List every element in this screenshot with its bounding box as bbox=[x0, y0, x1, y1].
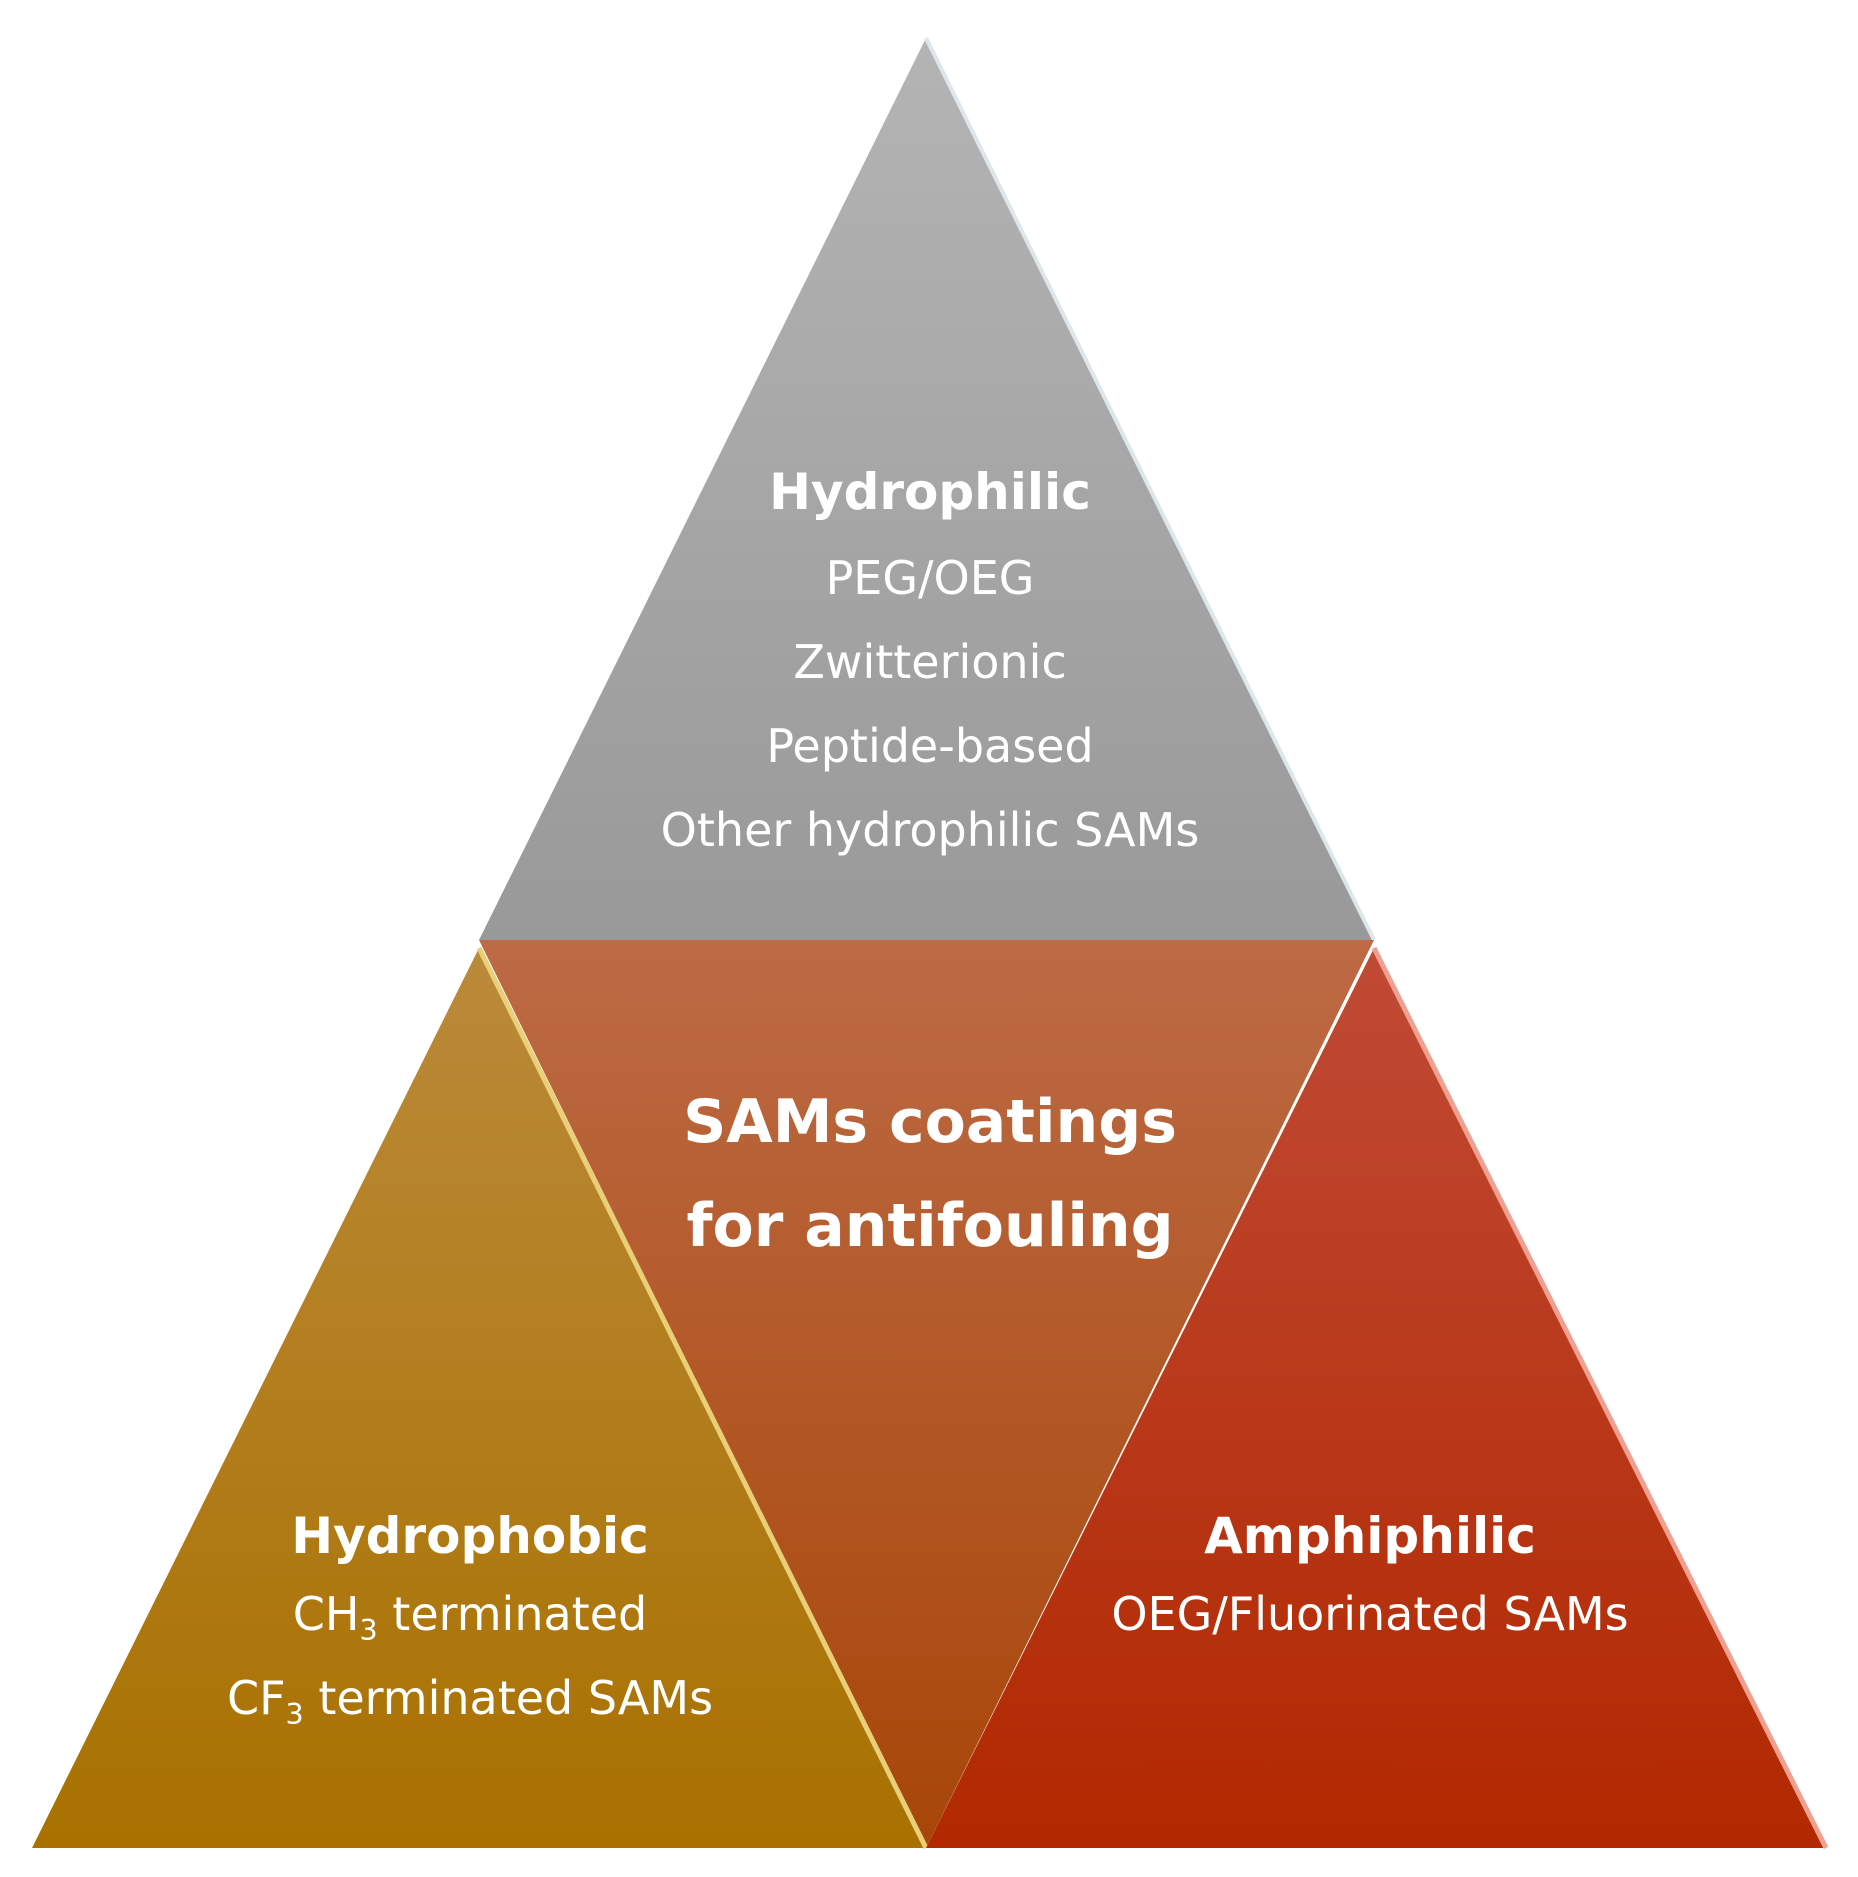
center-title-line1: SAMs coatings bbox=[683, 1087, 1177, 1157]
amphiphilic-edge-highlight bbox=[1371, 946, 1829, 1850]
hydrophilic-edge-highlight bbox=[924, 37, 1376, 941]
hydrophobic-edge-highlight bbox=[476, 946, 929, 1850]
hydrophilic-label-group: Hydrophilic PEG/OEG Zwitterionic Peptide… bbox=[570, 448, 1290, 872]
cf3-subscript: 3 bbox=[285, 1697, 304, 1731]
hydrophilic-item-peg: PEG/OEG bbox=[825, 551, 1035, 605]
hydrophilic-triangle bbox=[479, 38, 1374, 940]
hydrophobic-item-ch3: CH3 terminated bbox=[160, 1572, 780, 1656]
amphiphilic-label-group: Amphiphilic OEG/Fluorinated SAMs bbox=[1040, 1500, 1700, 1656]
ch3-subscript: 3 bbox=[359, 1613, 378, 1647]
cf3-suffix: terminated SAMs bbox=[303, 1671, 714, 1725]
hydrophobic-item-cf3: CF3 terminated SAMs bbox=[160, 1656, 780, 1740]
amphiphilic-triangle bbox=[926, 948, 1826, 1848]
hydrophobic-title: Hydrophobic bbox=[291, 1507, 649, 1565]
center-triangle bbox=[479, 940, 1374, 1848]
hydrophilic-item-zwitterionic: Zwitterionic bbox=[793, 635, 1067, 689]
hydrophilic-item-other: Other hydrophilic SAMs bbox=[660, 803, 1200, 857]
cf3-prefix: CF bbox=[226, 1671, 286, 1725]
hydrophobic-triangle bbox=[32, 948, 926, 1848]
amphiphilic-item-oeg-fluorinated: OEG/Fluorinated SAMs bbox=[1111, 1587, 1629, 1641]
ch3-suffix: terminated bbox=[377, 1587, 648, 1641]
ch3-prefix: CH bbox=[292, 1587, 360, 1641]
hydrophobic-label-group: Hydrophobic CH3 terminated CF3 terminate… bbox=[160, 1500, 780, 1740]
center-label-group: SAMs coatings for antifouling bbox=[600, 1070, 1260, 1278]
amphiphilic-title: Amphiphilic bbox=[1204, 1507, 1536, 1565]
hydrophilic-title: Hydrophilic bbox=[769, 463, 1091, 521]
hydrophilic-item-peptide: Peptide-based bbox=[766, 719, 1094, 773]
center-title-line2: for antifouling bbox=[686, 1191, 1174, 1261]
